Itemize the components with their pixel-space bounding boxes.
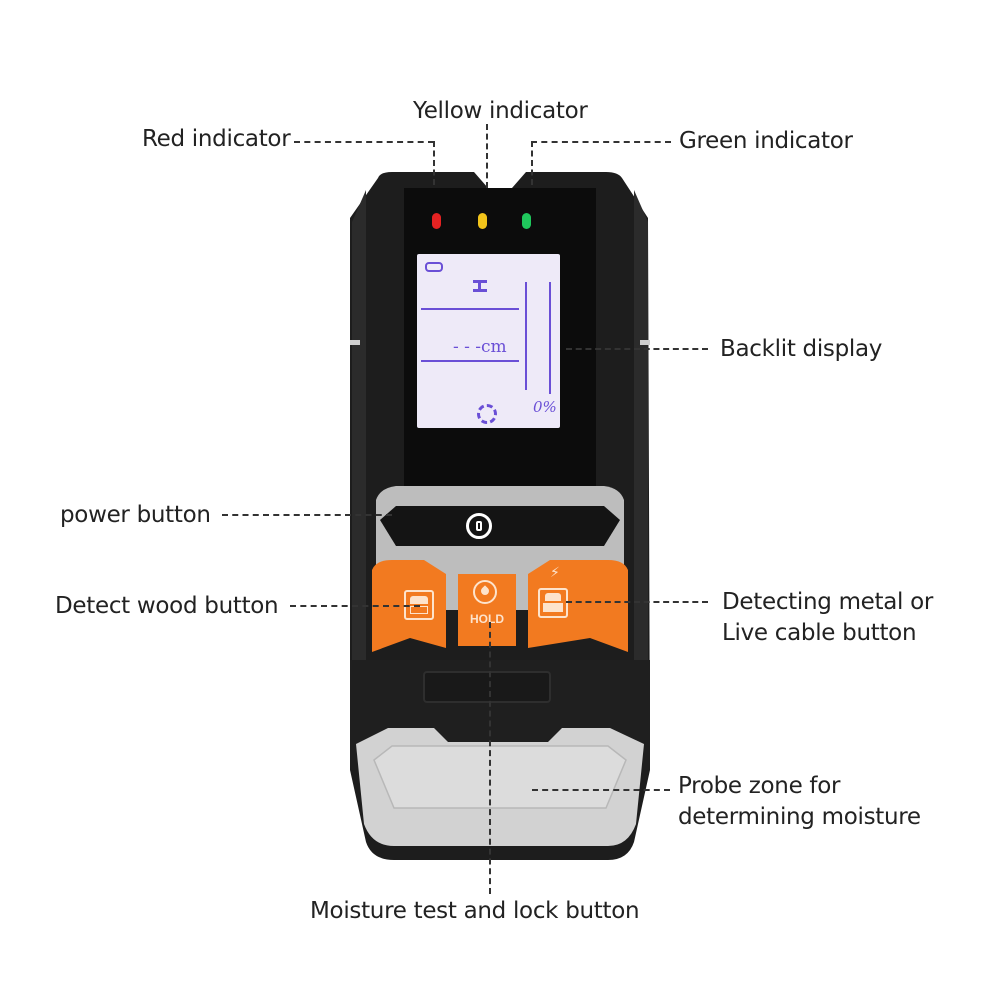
leader-probe xyxy=(532,789,670,791)
leader-green-v xyxy=(531,141,533,185)
label-yellow-indicator: Yellow indicator xyxy=(413,98,588,124)
leader-backlit xyxy=(566,348,708,350)
label-red-indicator: Red indicator xyxy=(142,126,291,152)
backlit-display: - - -cm 0% xyxy=(417,254,560,428)
target-icon xyxy=(477,404,497,424)
water-drop-icon xyxy=(473,580,497,604)
label-backlit-display: Backlit display xyxy=(720,336,883,362)
leader-wood xyxy=(290,605,420,607)
leader-red-h xyxy=(294,141,434,143)
moisture-readout: 0% xyxy=(533,398,557,416)
label-moisture-lock-button: Moisture test and lock button xyxy=(310,898,640,924)
red-indicator-led xyxy=(432,213,441,229)
label-detect-wood-button: Detect wood button xyxy=(55,593,279,619)
detect-metal-live-cable-button[interactable]: ⚡ xyxy=(536,566,570,626)
stud-beam-icon xyxy=(473,280,487,292)
leader-moisture-v xyxy=(489,622,491,894)
label-detect-metal-line2: Live cable button xyxy=(722,620,917,646)
signal-bar-right xyxy=(549,282,551,394)
hold-label: HOLD xyxy=(470,612,504,626)
signal-bar-left xyxy=(525,282,527,390)
moisture-hold-button[interactable]: HOLD xyxy=(458,574,516,646)
leader-yellow-v xyxy=(486,124,488,188)
lcd-divider-top xyxy=(421,308,519,310)
distance-readout: - - -cm xyxy=(453,337,507,357)
yellow-indicator-led xyxy=(478,213,487,229)
label-power-button: power button xyxy=(60,502,211,528)
label-probe-zone-line2: determining moisture xyxy=(678,804,921,830)
leader-power xyxy=(222,514,392,516)
battery-icon xyxy=(425,262,443,272)
power-button[interactable] xyxy=(466,513,492,539)
green-indicator-led xyxy=(522,213,531,229)
power-icon xyxy=(476,521,482,531)
leader-green-h xyxy=(531,141,671,143)
metal-icon xyxy=(538,588,568,618)
label-detect-metal-line1: Detecting metal or xyxy=(722,589,934,615)
label-probe-zone-line1: Probe zone for xyxy=(678,773,841,799)
label-green-indicator: Green indicator xyxy=(679,128,853,154)
lightning-icon: ⚡ xyxy=(550,565,560,581)
lcd-divider-bottom xyxy=(421,360,519,362)
leader-red-v xyxy=(433,141,435,185)
leader-metal xyxy=(566,601,708,603)
